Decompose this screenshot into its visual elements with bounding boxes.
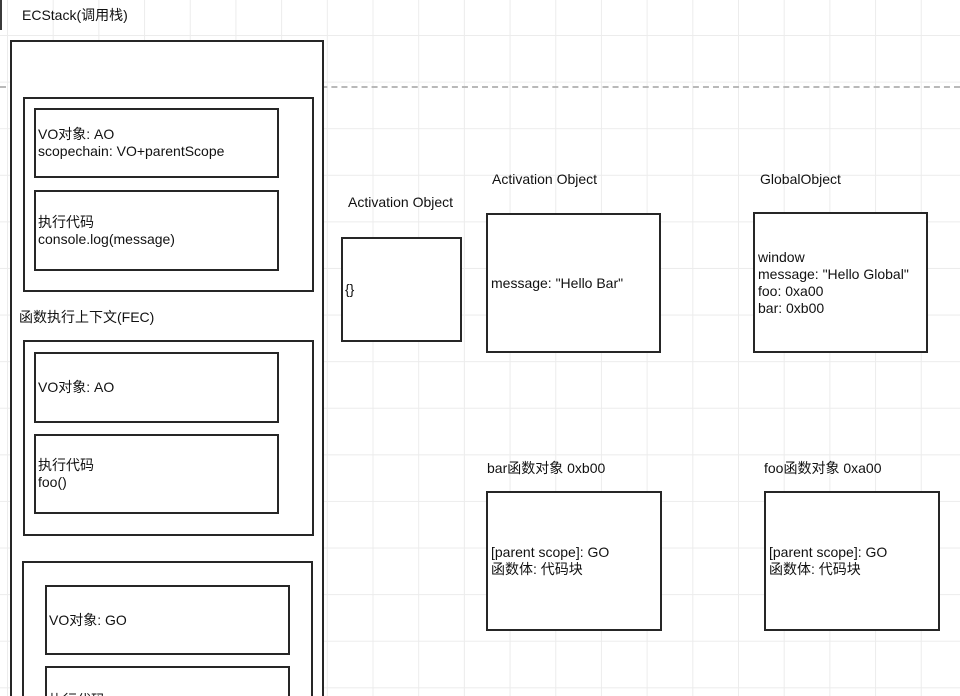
bar-function-object-box: [parent scope]: GO 函数体: 代码块 xyxy=(486,491,662,631)
gec-vo-box: VO对象: GO xyxy=(45,585,290,655)
fec-vo-text: VO对象: AO xyxy=(38,379,115,395)
fec-code-box: 执行代码 foo() xyxy=(34,434,279,514)
activation-object-foo-box: {} xyxy=(341,237,462,342)
bar-function-object-text: [parent scope]: GO 函数体: 代码块 xyxy=(491,544,610,577)
activation-object-bar-box: message: "Hello Bar" xyxy=(486,213,661,353)
foo-function-object-text: [parent scope]: GO 函数体: 代码块 xyxy=(769,544,888,577)
global-object-text: window message: "Hello Global" foo: 0xa0… xyxy=(758,248,909,316)
global-object-label: GlobalObject xyxy=(760,171,841,187)
activation-object-foo-label: Activation Object xyxy=(348,194,454,210)
gec-code-text: 执行代码 xyxy=(49,692,105,696)
gec-code-box: 执行代码 xyxy=(45,666,290,696)
fec-label: 函数执行上下文(FEC) xyxy=(19,309,155,325)
fec-foo-vo-box: VO对象: AO scopechain: VO+parentScope xyxy=(34,108,279,178)
gec-vo-text: VO对象: GO xyxy=(49,611,127,628)
fec-code-text: 执行代码 foo() xyxy=(38,457,94,490)
activation-object-bar-text: message: "Hello Bar" xyxy=(491,274,624,291)
bar-function-object-label: bar函数对象 0xb00 xyxy=(487,460,606,476)
fec-foo-vo-text: VO对象: AO scopechain: VO+parentScope xyxy=(38,126,225,159)
activation-object-bar-label: Activation Object xyxy=(492,171,598,187)
global-object-box: window message: "Hello Global" foo: 0xa0… xyxy=(753,212,928,353)
fec-foo-code-text: 执行代码 console.log(message) xyxy=(38,213,175,247)
fec-foo-code-box: 执行代码 console.log(message) xyxy=(34,190,279,271)
foo-function-object-label: foo函数对象 0xa00 xyxy=(764,460,882,476)
foo-function-object-box: [parent scope]: GO 函数体: 代码块 xyxy=(764,491,940,631)
ecstack-title: ECStack(调用栈) xyxy=(22,7,128,23)
page-divider-dashed-line xyxy=(0,86,960,88)
cropped-edge-line xyxy=(0,0,2,30)
fec-vo-box: VO对象: AO xyxy=(34,352,279,423)
activation-object-foo-text: {} xyxy=(345,281,355,297)
